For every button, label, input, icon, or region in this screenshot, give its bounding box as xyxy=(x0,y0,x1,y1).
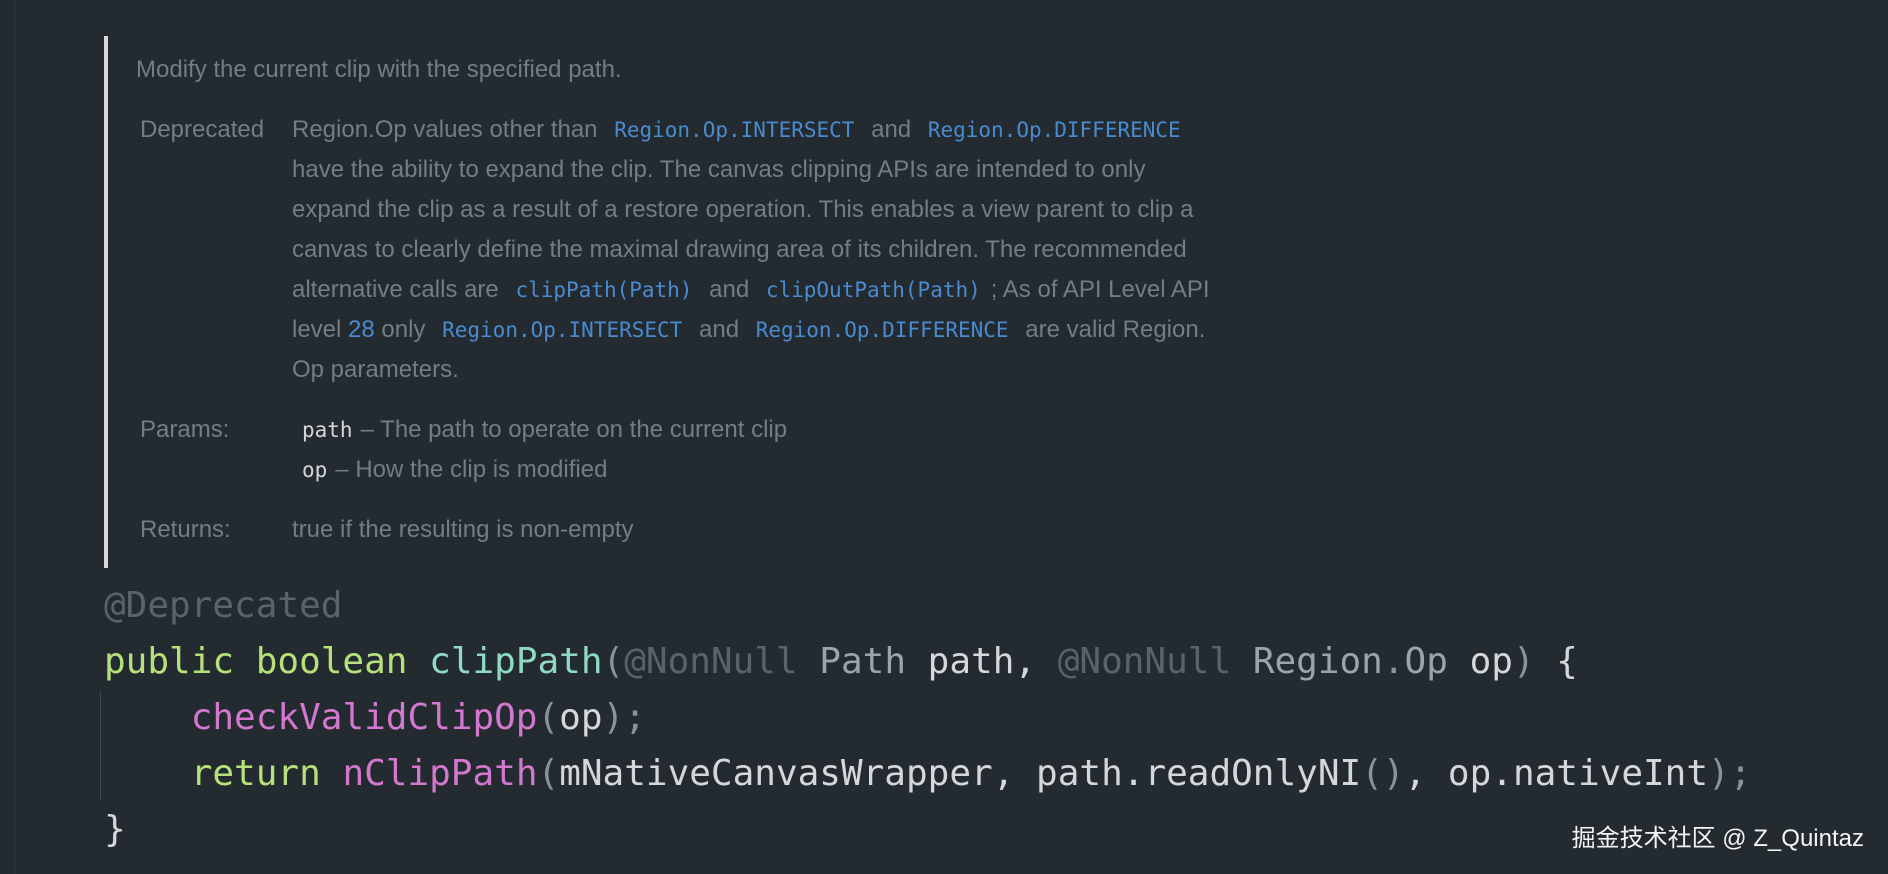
param-name: path xyxy=(302,418,353,442)
api-level-number: 28 xyxy=(348,316,375,343)
code-token-plain xyxy=(798,641,820,682)
code-token-punct: ; xyxy=(1729,753,1752,794)
deprecated-line: level 28 only Region.Op.INTERSECT and Re… xyxy=(292,310,1432,350)
code-token-plain: op xyxy=(559,697,603,738)
code-token-plain: , xyxy=(1014,641,1058,682)
deprecated-description: Region.Op values other than Region.Op.IN… xyxy=(292,110,1432,390)
code-token-punct: . xyxy=(1382,641,1405,682)
code-token-kw: public xyxy=(104,641,235,682)
param-description: – The path to operate on the current cli… xyxy=(360,416,788,443)
code-token-call: checkValidClipOp xyxy=(190,697,538,738)
code-token-kw: return xyxy=(190,753,321,794)
code-token-kw: boolean xyxy=(255,641,408,682)
code-token-annot: @NonNull xyxy=(1057,641,1232,682)
code-token-plain: op xyxy=(1447,641,1513,682)
code-token-plain: mNativeCanvasWrapper xyxy=(559,753,993,794)
deprecated-label: Deprecated xyxy=(140,116,265,143)
params-list: path – The path to operate on the current… xyxy=(292,410,787,490)
code-reference: clipOutPath(Path) xyxy=(765,278,981,302)
params-label: Params: xyxy=(140,416,230,443)
code-token-punct: ) xyxy=(1708,753,1730,794)
code-token-type: Path xyxy=(819,641,906,682)
code-reference: Region.Op.DIFFERENCE xyxy=(927,118,1181,142)
doc-text: canvas to clearly define the maximal dra… xyxy=(292,236,1187,263)
returns-description: true if the resulting is non-empty xyxy=(292,516,634,543)
doc-text: Region.Op values other than xyxy=(292,116,605,143)
code-token-plain: nativeInt xyxy=(1512,753,1709,794)
code-line[interactable]: @Deprecated xyxy=(104,578,1751,634)
code-token-type: Op xyxy=(1404,641,1448,682)
code-token-punct: ) xyxy=(1512,641,1535,682)
code-line[interactable]: checkValidClipOp(op); xyxy=(104,690,1751,746)
code-reference: Region.Op.DIFFERENCE xyxy=(755,318,1009,342)
deprecated-line: expand the clip as a result of a restore… xyxy=(292,190,1432,230)
code-token-punct: () xyxy=(1361,753,1405,794)
doc-text: ; As of API Level API xyxy=(990,276,1210,303)
doc-summary: Modify the current clip with the specifi… xyxy=(136,56,622,83)
code-token-punct: ( xyxy=(602,641,625,682)
deprecated-line: have the ability to expand the clip. The… xyxy=(292,150,1432,190)
code-reference: Region.Op.INTERSECT xyxy=(614,118,855,142)
quick-documentation-block: Modify the current clip with the specifi… xyxy=(104,36,1358,568)
code-line[interactable]: public boolean clipPath(@NonNull Path pa… xyxy=(104,634,1751,690)
code-token-annot: @Deprecated xyxy=(104,585,343,626)
code-token-type: Region xyxy=(1252,641,1383,682)
doc-text: are valid Region. xyxy=(1018,316,1206,343)
code-token-plain: , xyxy=(992,753,1037,794)
code-token-plain: readOnlyNI xyxy=(1144,753,1362,794)
code-token-plain: { xyxy=(1534,641,1578,682)
returns-label: Returns: xyxy=(140,516,231,543)
doc-text: have the ability to expand the clip. The… xyxy=(292,156,1146,183)
watermark: 掘金技术社区 @ Z_Quintaz xyxy=(1571,825,1864,852)
indent-guide xyxy=(100,690,101,800)
deprecated-line: alternative calls are clipPath(Path) and… xyxy=(292,270,1432,310)
code-token-plain xyxy=(1231,641,1253,682)
code-token-plain: , xyxy=(1404,753,1448,794)
code-token-punct: ( xyxy=(537,697,560,738)
code-reference: Region.Op.INTERSECT xyxy=(442,318,683,342)
code-token-fn: clipPath xyxy=(429,641,603,682)
doc-text: alternative calls are xyxy=(292,276,506,303)
doc-text: only xyxy=(374,316,433,343)
code-token-plain: . xyxy=(1122,753,1145,794)
code-token-annot: @NonNull xyxy=(624,641,798,682)
param-name: op xyxy=(302,458,328,482)
deprecated-line: canvas to clearly define the maximal dra… xyxy=(292,230,1432,270)
code-token-plain xyxy=(234,641,256,682)
param-row: path – The path to operate on the current… xyxy=(292,410,787,450)
code-token-punct: ); xyxy=(602,697,646,738)
code-line[interactable]: } xyxy=(104,802,1751,858)
code-token-call: nClipPath xyxy=(342,753,538,794)
doc-text: and xyxy=(692,316,746,343)
doc-text: and xyxy=(864,116,918,143)
editor-gutter-line xyxy=(14,0,15,874)
code-token-punct: ( xyxy=(537,753,560,794)
code-token-plain xyxy=(321,753,343,794)
deprecated-line: Op parameters. xyxy=(292,350,1432,390)
code-token-plain: . xyxy=(1491,753,1513,794)
code-line[interactable]: return nClipPath(mNativeCanvasWrapper, p… xyxy=(104,746,1752,802)
doc-text: expand the clip as a result of a restore… xyxy=(292,196,1194,223)
code-token-plain: path xyxy=(1036,753,1123,794)
code-token-plain: op xyxy=(1447,753,1492,794)
code-token-plain: path xyxy=(906,641,1015,682)
param-description: – How the clip is modified xyxy=(335,456,608,483)
code-token-plain: } xyxy=(104,809,126,850)
code-token-plain xyxy=(104,697,191,738)
doc-text: Op parameters. xyxy=(292,356,459,383)
param-row: op – How the clip is modified xyxy=(292,450,787,490)
code-reference: clipPath(Path) xyxy=(515,278,693,302)
code-token-plain xyxy=(104,753,191,794)
deprecated-line: Region.Op values other than Region.Op.IN… xyxy=(292,110,1432,150)
doc-text: and xyxy=(702,276,756,303)
doc-text: level xyxy=(292,316,349,343)
code-token-plain xyxy=(407,641,429,682)
